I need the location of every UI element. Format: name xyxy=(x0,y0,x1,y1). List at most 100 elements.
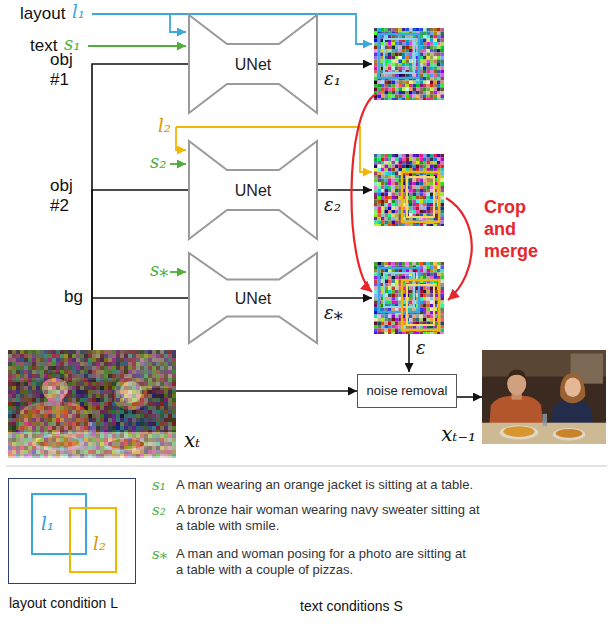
noise-pixel xyxy=(381,196,385,200)
noise-pixel xyxy=(385,42,389,46)
noise-pixel xyxy=(399,84,403,88)
noise-pixel xyxy=(416,189,420,193)
noise-pixel xyxy=(144,398,148,402)
noise-pixel xyxy=(437,32,441,36)
noise-pixel xyxy=(36,378,40,382)
noise-pixel xyxy=(420,91,424,95)
noise-pixel xyxy=(88,354,92,358)
noise-pixel xyxy=(423,196,427,200)
noise-pixel xyxy=(24,422,28,426)
noise-pixel xyxy=(40,374,44,378)
noise-pixel xyxy=(381,189,385,193)
noise-pixel xyxy=(64,350,68,354)
noise-pixel xyxy=(430,84,434,88)
noise-pixel xyxy=(420,161,424,165)
noise-pixel xyxy=(152,414,156,418)
noise-pixel xyxy=(64,402,68,406)
noise-pixel xyxy=(381,158,385,162)
noise-pixel xyxy=(108,454,112,458)
noise-pixel xyxy=(395,95,399,99)
noise-pixel xyxy=(28,374,32,378)
noise-pixel xyxy=(164,414,168,418)
noise-pixel xyxy=(140,374,144,378)
noise-pixel xyxy=(156,402,160,406)
noise-pixel xyxy=(430,42,434,46)
noise-pixel xyxy=(374,158,378,162)
noise-pixel xyxy=(168,426,172,430)
noise-pixel xyxy=(8,418,12,422)
noise-pixel xyxy=(48,366,52,370)
noise-pixel xyxy=(80,410,84,414)
noise-pixel xyxy=(164,366,168,370)
noise-pixel xyxy=(96,426,100,430)
noise-pixel xyxy=(423,154,427,158)
noise-pixel xyxy=(92,366,96,370)
noise-pixel xyxy=(392,67,396,71)
noise-pixel xyxy=(381,28,385,32)
noise-pixel xyxy=(441,56,445,60)
noise-pixel xyxy=(434,161,438,165)
noise-pixel xyxy=(172,454,176,458)
noise-pixel xyxy=(140,430,144,434)
noise-pixel xyxy=(437,56,441,60)
noise-pixel xyxy=(423,224,427,226)
noise-pixel xyxy=(437,161,441,165)
noise-pixel xyxy=(44,386,48,390)
noise-pixel xyxy=(430,95,434,99)
noise-pixel xyxy=(32,362,36,366)
noise-pixel xyxy=(441,203,445,207)
noise-pixel xyxy=(16,382,20,386)
noise-pixel xyxy=(64,382,68,386)
noise-pixel xyxy=(108,414,112,418)
noise-pixel xyxy=(40,426,44,430)
noise-pixel xyxy=(378,98,382,100)
noise-pixel xyxy=(60,426,64,430)
noise-pixel xyxy=(136,350,140,354)
noise-pixel xyxy=(164,430,168,434)
noise-pixel xyxy=(402,28,406,32)
noise-pixel xyxy=(374,217,378,221)
noise-pixel xyxy=(399,262,403,266)
noise-pixel xyxy=(136,414,140,418)
noise-pixel xyxy=(80,442,84,446)
noise-pixel xyxy=(80,394,84,398)
noise-pixel xyxy=(434,224,438,226)
noise-pixel xyxy=(413,74,417,78)
noise-pixel xyxy=(16,354,20,358)
noise-pixel xyxy=(164,350,168,354)
noise-pixel xyxy=(168,450,172,454)
noise-pixel xyxy=(84,354,88,358)
noise-pixel xyxy=(392,203,396,207)
noise-pixel xyxy=(152,434,156,438)
noise-pixel xyxy=(28,454,32,458)
noise-pixel xyxy=(36,362,40,366)
noise-pixel xyxy=(60,398,64,402)
noise-pixel xyxy=(132,438,136,442)
noise-pixel xyxy=(68,366,72,370)
noise-pixel xyxy=(392,221,396,225)
noise-pixel xyxy=(68,450,72,454)
noise-pixel xyxy=(388,46,392,50)
noise-pixel xyxy=(56,362,60,366)
noise-pixel xyxy=(392,49,396,53)
noise-pixel xyxy=(132,454,136,458)
noise-pixel xyxy=(392,262,396,266)
noise-pixel xyxy=(416,81,420,85)
noise-pixel xyxy=(56,370,60,374)
noise-pixel xyxy=(100,414,104,418)
noise-pixel xyxy=(385,179,389,183)
noise-pixel xyxy=(144,370,148,374)
noise-pixel xyxy=(44,358,48,362)
noise-pixel xyxy=(441,165,445,169)
noise-pixel xyxy=(423,158,427,162)
noise-pixel xyxy=(144,362,148,366)
noise-pixel xyxy=(112,390,116,394)
noise-pixel xyxy=(108,422,112,426)
noise-pixel xyxy=(140,370,144,374)
noise-pixel xyxy=(413,262,417,266)
noise-pixel xyxy=(72,430,76,434)
noise-pixel xyxy=(128,438,132,442)
noise-pixel xyxy=(52,350,56,354)
noise-pixel xyxy=(88,386,92,390)
noise-pixel xyxy=(409,189,413,193)
